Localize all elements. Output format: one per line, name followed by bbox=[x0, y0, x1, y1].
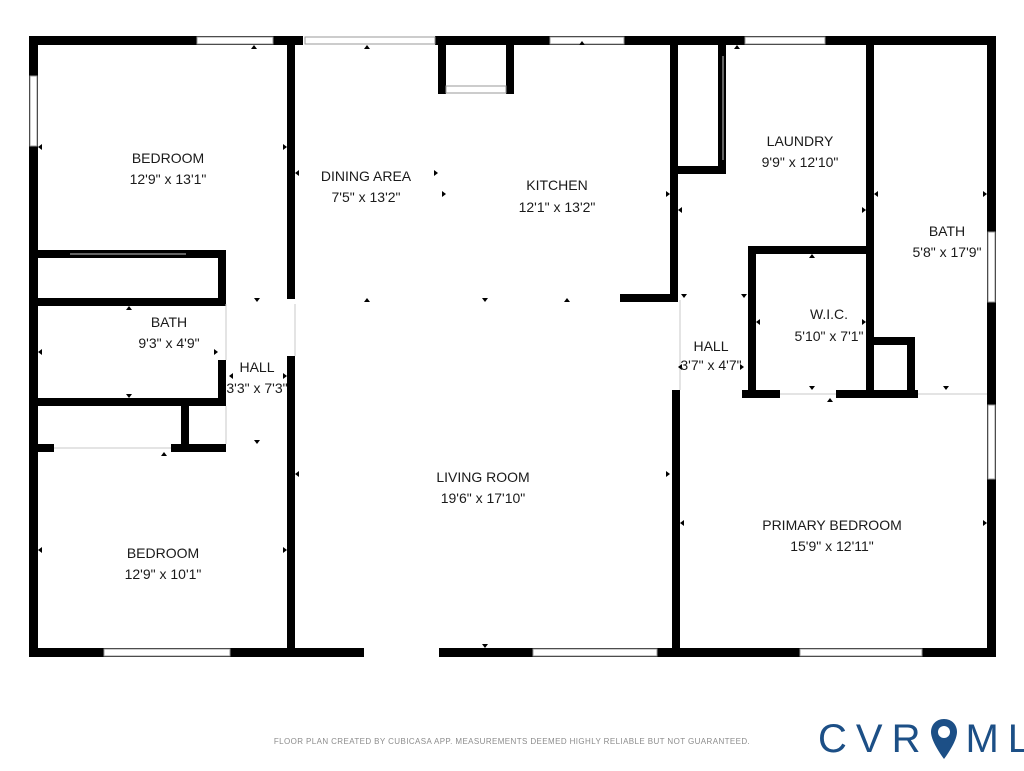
room-name-hall-left: HALL bbox=[239, 359, 274, 375]
door-openings bbox=[54, 56, 987, 449]
room-dims-bedroom-2: 12'9" x 10'1" bbox=[125, 566, 202, 582]
room-name-living-room: LIVING ROOM bbox=[436, 469, 529, 485]
room-name-wic: W.I.C. bbox=[810, 306, 848, 322]
room-dims-wic: 5'10" x 7'1" bbox=[795, 328, 864, 344]
room-dims-living-room: 19'6" x 17'10" bbox=[441, 490, 526, 506]
brand-text-part2: MLS bbox=[965, 716, 1024, 761]
room-dims-hall-right: 3'7" x 4'7" bbox=[680, 357, 741, 373]
disclaimer-text: FLOOR PLAN CREATED BY CUBICASA APP. MEAS… bbox=[273, 737, 751, 746]
windows bbox=[29, 36, 996, 657]
room-dims-dining-area: 7'5" x 13'2" bbox=[332, 189, 401, 205]
map-pin-icon bbox=[929, 717, 959, 761]
room-name-hall-right: HALL bbox=[693, 338, 728, 354]
room-name-dining-area: DINING AREA bbox=[321, 168, 412, 184]
room-name-bedroom-1: BEDROOM bbox=[132, 150, 204, 166]
room-dims-hall-left: 3'3" x 7'3" bbox=[226, 380, 287, 396]
room-dims-kitchen: 12'1" x 13'2" bbox=[519, 199, 596, 215]
room-dims-laundry: 9'9" x 12'10" bbox=[762, 154, 839, 170]
room-dims-bath-hall: 9'3" x 4'9" bbox=[138, 335, 199, 351]
room-dims-primary-bedroom: 15'9" x 12'11" bbox=[790, 538, 874, 554]
room-dims-bedroom-1: 12'9" x 13'1" bbox=[130, 171, 207, 187]
walls bbox=[29, 36, 996, 657]
room-name-primary-bedroom: PRIMARY BEDROOM bbox=[762, 517, 902, 533]
brand-logo: CVR MLS bbox=[818, 714, 1024, 764]
room-dims-bath-primary: 5'8" x 17'9" bbox=[913, 244, 982, 260]
dimension-ticks bbox=[38, 41, 987, 648]
room-name-bath-hall: BATH bbox=[151, 314, 187, 330]
room-name-bedroom-2: BEDROOM bbox=[127, 545, 199, 561]
room-name-laundry: LAUNDRY bbox=[767, 133, 834, 149]
room-name-bath-primary: BATH bbox=[929, 223, 965, 239]
brand-text-part1: CVR bbox=[818, 716, 930, 761]
room-name-kitchen: KITCHEN bbox=[526, 177, 587, 193]
room-labels: BEDROOM 12'9" x 13'1" DINING AREA 7'5" x… bbox=[125, 133, 982, 582]
